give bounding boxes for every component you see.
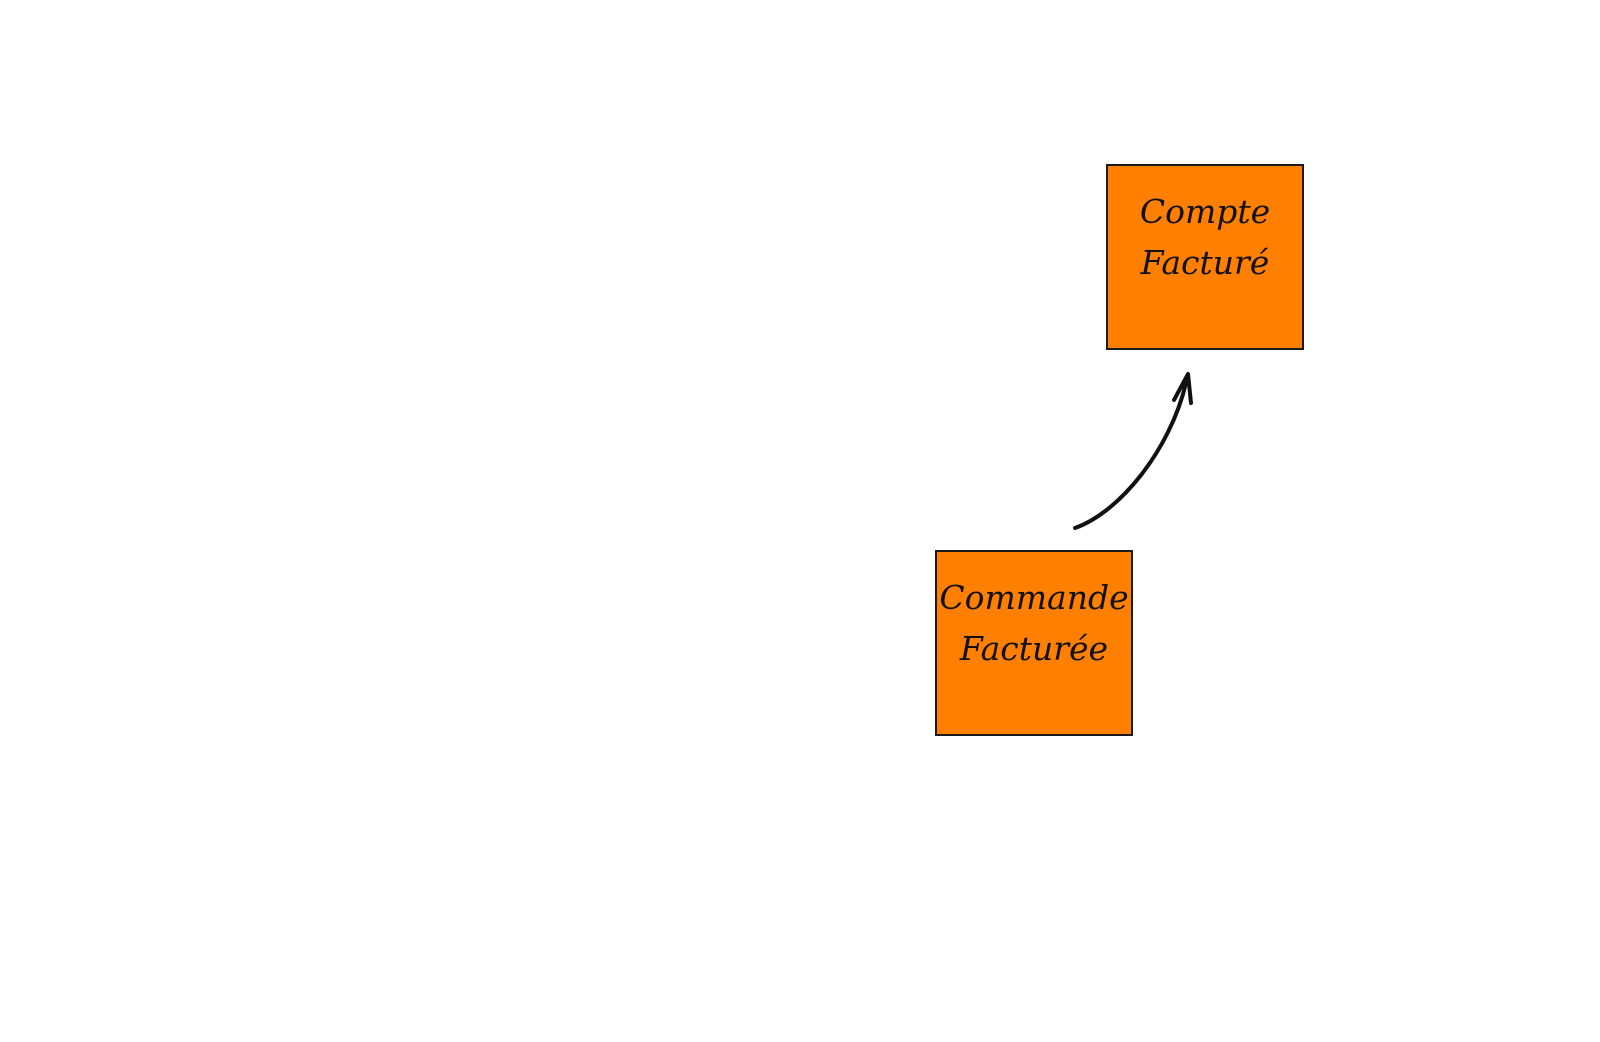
sticky-label-line: Commande (939, 578, 1129, 617)
arrowhead-icon (1172, 372, 1193, 405)
sticky-note-compte-facture[interactable]: Compte Facturé (1106, 164, 1304, 350)
sticky-label-line: Compte (1139, 192, 1271, 231)
sticky-note-commande-facturee[interactable]: Commande Facturée (935, 550, 1133, 736)
sticky-label-line: Facturée (959, 629, 1109, 668)
edge-commande-to-compte[interactable] (1073, 381, 1188, 530)
sticky-label-line: Facturé (1140, 243, 1270, 282)
